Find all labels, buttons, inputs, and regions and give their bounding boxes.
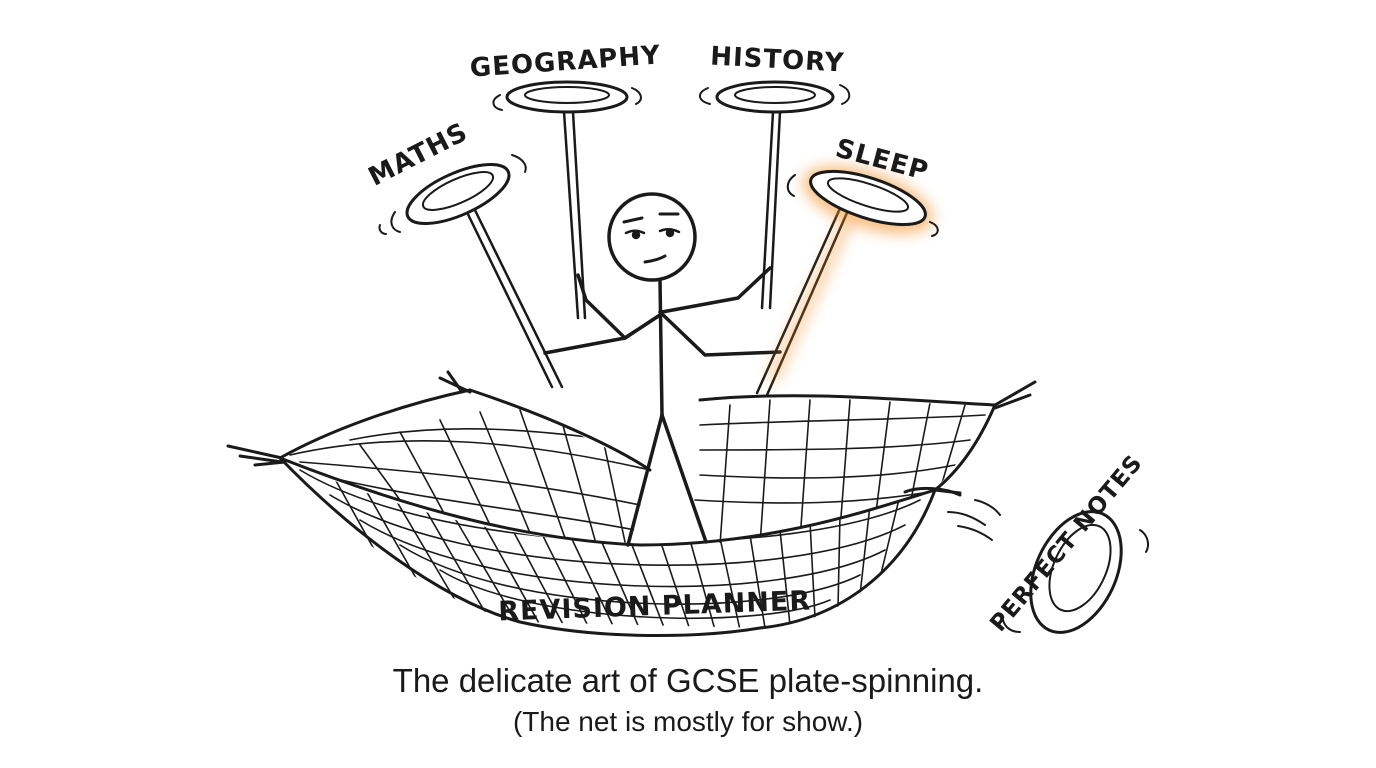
plate-maths: [378, 154, 527, 235]
label-history: HISTORY: [710, 42, 846, 79]
plate-history: [699, 80, 851, 114]
plate-perfect-notes: [947, 499, 1149, 634]
head: [607, 192, 697, 282]
caption-title: The delicate art of GCSE plate-spinning.: [392, 662, 984, 699]
label-geography: GEOGRAPHY: [469, 40, 662, 83]
plate-geography: [492, 80, 642, 114]
plate-sleep: [766, 166, 939, 383]
stick-figure: [543, 192, 782, 547]
caption-subtitle: (The net is mostly for show.): [512, 706, 864, 737]
